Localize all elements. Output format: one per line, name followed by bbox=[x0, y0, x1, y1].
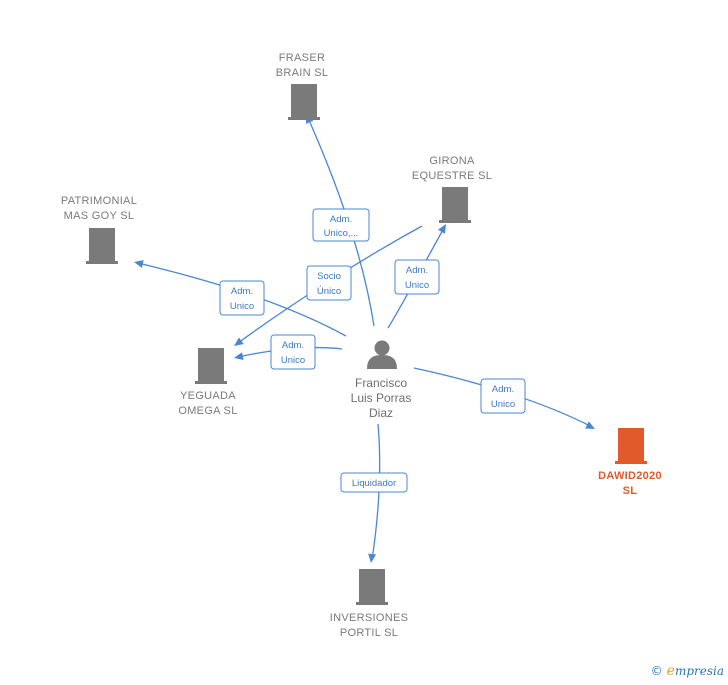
edge-label-text: Liquidador bbox=[352, 478, 396, 489]
edge-label-yeguada-adm[interactable]: Adm. Unico bbox=[270, 334, 316, 370]
edge-label-text: Unico,... bbox=[324, 228, 359, 239]
building-icon bbox=[86, 228, 118, 264]
edge-label-patrimonial[interactable]: Adm. Unico bbox=[219, 280, 265, 316]
edge-inversiones[interactable] bbox=[371, 423, 381, 561]
arrowhead-yeguada-adm bbox=[234, 352, 244, 361]
edges bbox=[137, 117, 593, 561]
edge-label-text: Unico bbox=[491, 399, 515, 410]
arrowhead-yeguada-socio bbox=[234, 337, 244, 346]
node-label: EQUESTRE SL bbox=[412, 170, 492, 182]
node-person[interactable]: Francisco Luis Porras Diaz bbox=[351, 340, 412, 421]
edge-label-socio[interactable]: Socio Único bbox=[306, 265, 352, 301]
node-patrimonial[interactable]: PATRIMONIAL MAS GOY SL bbox=[61, 195, 137, 264]
node-label: BRAIN SL bbox=[276, 67, 329, 79]
edge-label-dawid[interactable]: Adm. Unico bbox=[480, 378, 526, 414]
building-icon bbox=[356, 569, 388, 605]
building-icon bbox=[615, 428, 647, 464]
node-label: GIRONA bbox=[429, 155, 475, 167]
node-label: FRASER bbox=[279, 52, 325, 64]
copyright-icon: © bbox=[650, 664, 663, 678]
node-label: DAWID2020 bbox=[598, 470, 662, 482]
person-label: Diaz bbox=[369, 406, 393, 420]
edge-label-text: Adm. bbox=[492, 384, 514, 395]
person-label: Francisco bbox=[355, 376, 407, 390]
node-label: INVERSIONES bbox=[330, 612, 409, 624]
edge-label-inversiones[interactable]: Liquidador bbox=[340, 472, 408, 493]
node-fraser[interactable]: FRASER BRAIN SL bbox=[276, 52, 329, 120]
arrowhead-dawid bbox=[585, 421, 595, 429]
arrowhead-girona bbox=[438, 224, 446, 234]
node-yeguada[interactable]: YEGUADA OMEGA SL bbox=[178, 348, 237, 417]
arrowheads bbox=[134, 114, 595, 563]
person-icon bbox=[367, 340, 397, 369]
footer-brand: ©empresia bbox=[651, 663, 724, 679]
edge-label-text: Único bbox=[317, 286, 341, 297]
node-dawid[interactable]: DAWID2020 SL bbox=[598, 428, 662, 497]
node-label: MAS GOY SL bbox=[64, 210, 135, 222]
edge-label-girona[interactable]: Adm. Unico bbox=[394, 259, 440, 295]
node-label: PATRIMONIAL bbox=[61, 195, 137, 207]
edge-label-text: Adm. bbox=[330, 214, 352, 225]
edge-label-text: Adm. bbox=[406, 265, 428, 276]
edge-label-text: Unico bbox=[230, 301, 254, 312]
node-label: SL bbox=[623, 485, 638, 497]
edge-label-fraser[interactable]: Adm. Unico,... bbox=[312, 208, 370, 242]
node-label: PORTIL SL bbox=[340, 627, 398, 639]
building-icon bbox=[439, 187, 471, 223]
edge-label-text: Unico bbox=[405, 280, 429, 291]
node-label: OMEGA SL bbox=[178, 405, 237, 417]
edge-label-text: Socio bbox=[317, 271, 341, 282]
person-label: Luis Porras bbox=[351, 391, 412, 405]
brand-logo[interactable]: empresia bbox=[666, 663, 724, 679]
arrowhead-patrimonial bbox=[134, 260, 144, 268]
edge-label-text: Unico bbox=[281, 355, 305, 366]
edge-label-text: Adm. bbox=[231, 286, 253, 297]
node-girona[interactable]: GIRONA EQUESTRE SL bbox=[412, 155, 492, 223]
node-label: YEGUADA bbox=[180, 390, 236, 402]
arrowhead-inversiones bbox=[368, 553, 377, 563]
building-icon bbox=[288, 84, 320, 120]
edge-label-text: Adm. bbox=[282, 340, 304, 351]
building-icon bbox=[195, 348, 227, 384]
node-inversiones[interactable]: INVERSIONES PORTIL SL bbox=[330, 569, 409, 639]
